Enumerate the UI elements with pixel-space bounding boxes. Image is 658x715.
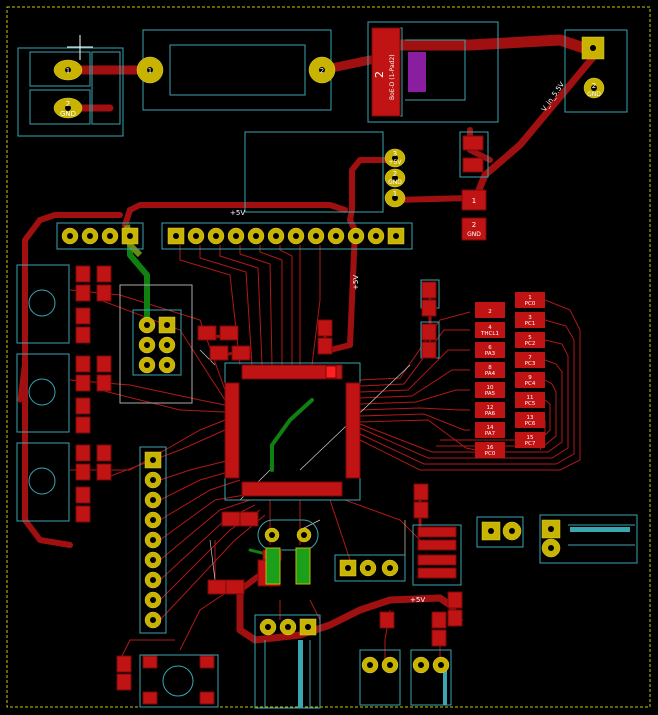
header-pin3-label: 3 (393, 150, 397, 158)
cap-pin2-label: 2 (472, 221, 476, 229)
smd-pads (75, 27, 487, 705)
power-in-pin1-label: 1 (66, 67, 70, 75)
top-copper-layer (17, 34, 599, 644)
cap-gnd-label: GND (467, 231, 481, 238)
net-5v-top-label: +5V (230, 209, 245, 217)
header-pin2-label: 2 (393, 170, 397, 178)
power-in-gnd-label: GND (60, 110, 76, 118)
power-in-pin2-label: 2 (66, 100, 70, 108)
bottom-smd-pads (265, 547, 311, 585)
bottom-copper-layer (127, 237, 314, 557)
port-label-pads (475, 292, 545, 458)
regulator-tab (408, 52, 426, 92)
fuse-pin1-label: 1 (148, 67, 152, 75)
net-5v-bottom-label: +5V (410, 596, 425, 604)
cursor-crosshair-icon (67, 35, 93, 60)
silkscreen-fill (298, 527, 630, 708)
header-pin1-label: 1 (393, 190, 397, 198)
board-edge-outline (6, 6, 651, 708)
drill-holes (65, 45, 597, 668)
regulator-name-label: BoE-D (1-Pad2) (389, 54, 396, 100)
header-5v-label: +5V (389, 159, 403, 166)
net-5v-mid-label: +5V (352, 275, 360, 290)
port-label-port_a-0: 2 (488, 309, 492, 315)
regulator-ref-label: 2 (373, 71, 386, 78)
header-gnd-label: GND (388, 179, 402, 186)
vin-gnd-label: GND (587, 91, 601, 98)
vin-pin2-label: 2 (592, 82, 596, 90)
fuse-pin2-label: 2 (320, 67, 324, 75)
cap-pin1-label: 1 (472, 197, 476, 205)
